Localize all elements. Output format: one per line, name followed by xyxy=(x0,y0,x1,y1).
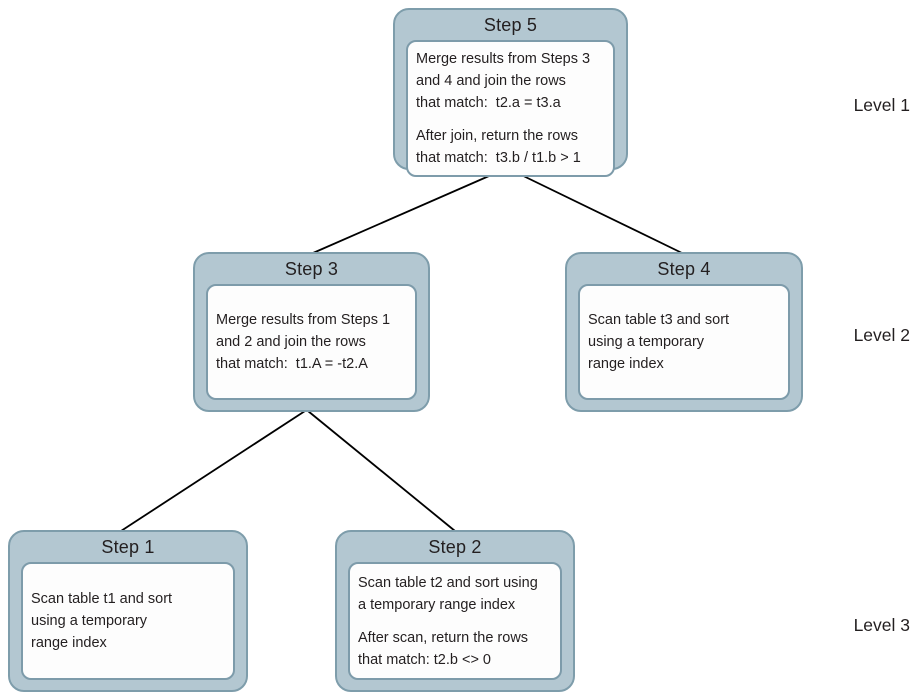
connector-step5-step3 xyxy=(312,168,506,254)
node-step4-title: Step 4 xyxy=(657,259,711,279)
level-3-label: Level 3 xyxy=(853,615,910,635)
level-1-label: Level 1 xyxy=(853,95,910,115)
node-step4-paragraph-1: Scan table t3 and sort using a temporary… xyxy=(588,312,730,372)
node-step1-paragraph-1: Scan table t1 and sort using a temporary… xyxy=(31,591,173,651)
node-step4-body: Scan table t3 and sort using a temporary… xyxy=(578,284,790,400)
node-step3-body: Merge results from Steps 1 and 2 and joi… xyxy=(206,284,417,400)
node-step5-paragraph-1: Merge results from Steps 3 and 4 and joi… xyxy=(416,51,591,111)
node-step2-title: Step 2 xyxy=(428,537,482,557)
node-step2-paragraph-1: Scan table t2 and sort using a temporary… xyxy=(358,574,538,613)
node-step1-body: Scan table t1 and sort using a temporary… xyxy=(21,562,235,680)
node-step2: Step 2 Scan table t2 and sort using a te… xyxy=(335,530,575,692)
node-step5-title: Step 5 xyxy=(483,15,538,35)
node-step5-body: Merge results from Steps 3 and 4 and joi… xyxy=(406,40,615,177)
node-step1: Step 1 Scan table t1 and sort using a te… xyxy=(8,530,248,692)
node-step3-paragraph-1: Merge results from Steps 1 and 2 and joi… xyxy=(216,312,391,372)
node-step3: Step 3 Merge results from Steps 1 and 2 … xyxy=(193,252,430,412)
connector-step5-step4 xyxy=(508,168,683,254)
node-step5-paragraph-2: After join, return the rows that match: … xyxy=(416,128,581,166)
node-step2-body: Scan table t2 and sort using a temporary… xyxy=(348,562,562,680)
node-step3-title: Step 3 xyxy=(284,259,339,279)
node-step2-paragraph-2: After scan, return the rows that match: … xyxy=(358,629,529,668)
connector-step3-step1 xyxy=(120,410,306,532)
level-2-label: Level 2 xyxy=(853,325,910,345)
node-step4: Step 4 Scan table t3 and sort using a te… xyxy=(565,252,803,412)
connector-step3-step2 xyxy=(307,410,456,532)
node-step5: Step 5 Merge results from Steps 3 and 4 … xyxy=(393,8,628,177)
node-step1-title: Step 1 xyxy=(101,537,155,557)
